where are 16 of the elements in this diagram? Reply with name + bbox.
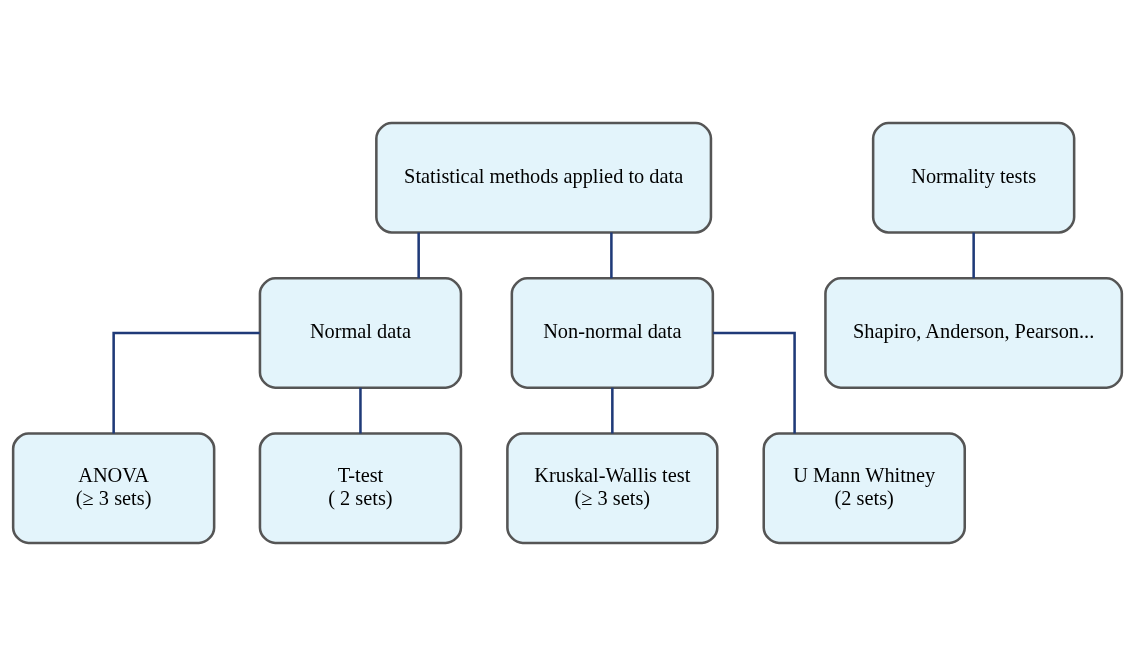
node-box: Normality tests [871, 121, 1076, 234]
connector [610, 232, 613, 279]
connector [972, 232, 975, 279]
connector [713, 331, 796, 434]
connector [417, 232, 420, 279]
connector [359, 387, 362, 434]
node-box: U Mann Whitney (2 sets) [762, 432, 966, 545]
node-box: ANOVA (≥ 3 sets) [11, 432, 216, 545]
node-box: Kruskal-Wallis test (≥ 3 sets) [506, 432, 719, 545]
connector [112, 331, 260, 434]
node-box: Statistical methods applied to data [375, 121, 713, 234]
connector [611, 387, 614, 434]
node-box: T-test ( 2 sets) [258, 432, 463, 545]
node-box: Non-normal data [510, 277, 715, 389]
node-box: Normal data [258, 277, 463, 389]
node-box: Shapiro, Anderson, Pearson... [824, 277, 1124, 389]
